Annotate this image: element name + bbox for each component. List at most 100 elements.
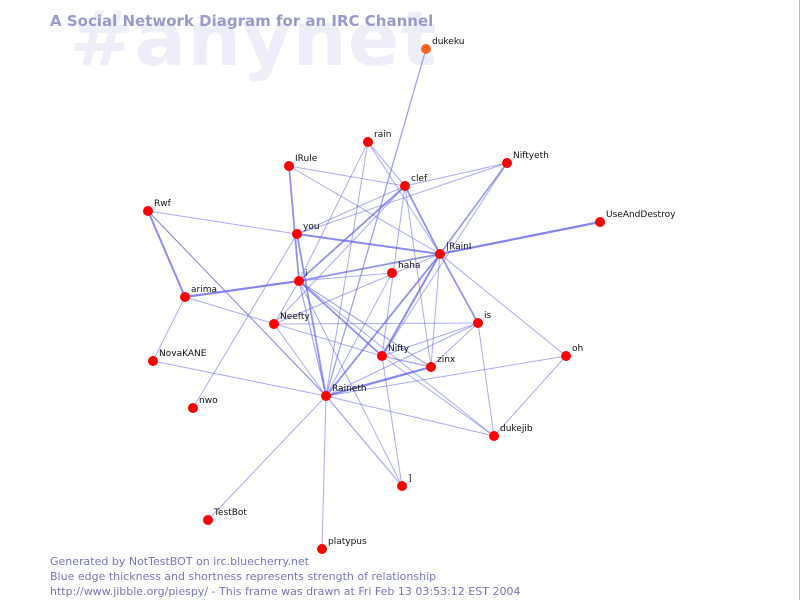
edge-is-Raineth — [325, 322, 479, 397]
node-label: nwo — [199, 396, 218, 406]
edge-arima-Nifty — [184, 296, 383, 357]
edge-Nifty-dukejib — [381, 355, 495, 437]
edge-IRainI-Raineth — [325, 253, 441, 397]
node-label: IRule — [295, 154, 318, 164]
node-dot — [473, 318, 483, 328]
node-label: UseAndDestroy — [606, 210, 676, 220]
node-arima[interactable]: arima — [180, 285, 217, 302]
edge-oh-dukejib — [493, 355, 567, 437]
node-label: platypus — [328, 537, 367, 547]
node-label: Rwf — [154, 199, 172, 209]
node-IRainI[interactable]: |RainI — [435, 242, 471, 259]
edge-IRainI-oh — [439, 253, 567, 357]
edge-is-dukejib — [477, 322, 495, 437]
node-label: NovaKANE — [159, 349, 207, 359]
edge-IRainI-is — [439, 253, 479, 324]
node-label: i — [305, 269, 308, 279]
edge-dukeku-Raineth — [325, 48, 427, 397]
edge-i-arima — [184, 279, 300, 299]
node-zinx[interactable]: zinx — [426, 355, 456, 372]
node-dot — [400, 181, 410, 191]
node-clef[interactable]: clef — [400, 174, 428, 191]
edge-Nifty-J — [381, 355, 403, 487]
node-Niftyeth[interactable]: Niftyeth — [502, 151, 549, 168]
node-dot — [180, 292, 190, 302]
edge-IRainI-Neefty — [273, 253, 441, 325]
edge-Rwf-you — [147, 210, 298, 235]
edge-zinx-Raineth — [325, 365, 432, 398]
edge-arima-NovaKANE — [152, 296, 186, 362]
node-is[interactable]: is — [473, 311, 492, 328]
edge-clef-Niftyeth — [404, 162, 508, 187]
node-dot — [294, 276, 304, 286]
edge-you-Raineth — [296, 233, 327, 397]
node-label: dukejib — [500, 424, 533, 434]
edge-UseAndDestroy-IRainI — [439, 220, 601, 256]
edge-Raineth-J — [325, 395, 403, 487]
node-label: haha — [398, 261, 420, 271]
footer-generated-by: Generated by NotTestBOT on irc.bluecherr… — [50, 555, 309, 568]
node-label: rain — [374, 130, 391, 140]
node-nwo[interactable]: nwo — [188, 396, 218, 413]
node-label: clef — [411, 174, 428, 184]
node-label: TestBot — [213, 508, 247, 518]
node-label: oh — [572, 344, 583, 354]
node-you[interactable]: you — [292, 222, 320, 239]
node-dot — [363, 137, 373, 147]
edge-i-J — [298, 280, 403, 487]
edge-i-Neefty — [273, 280, 300, 325]
node-dot — [595, 217, 605, 227]
node-dot — [143, 206, 153, 216]
node-dot — [397, 481, 407, 491]
node-label: Raineth — [332, 384, 367, 394]
edge-rain-clef — [367, 141, 406, 187]
edge-i-Nifty — [298, 280, 383, 357]
footer-legend: Blue edge thickness and shortness repres… — [50, 570, 437, 583]
node-rain[interactable]: rain — [363, 130, 391, 147]
node-NovaKANE[interactable]: NovaKANE — [148, 349, 207, 366]
node-TestBot[interactable]: TestBot — [203, 508, 247, 525]
node-IRule[interactable]: IRule — [284, 154, 318, 171]
node-dot — [421, 44, 431, 54]
node-label: arima — [191, 285, 217, 295]
edge-you-nwo — [192, 233, 298, 409]
node-dot — [387, 268, 397, 278]
edge-haha-i — [298, 272, 393, 282]
node-J[interactable]: ] — [397, 474, 412, 491]
node-dukeku[interactable]: dukeku — [421, 37, 464, 54]
edge-clef-Neefty — [273, 185, 406, 325]
node-Neefty[interactable]: Neefty — [269, 312, 310, 329]
edge-Nifty-zinx — [381, 355, 432, 368]
edge-IRainI-i — [298, 253, 441, 282]
node-Raineth[interactable]: Raineth — [321, 384, 367, 401]
edge-IRainI-Nifty — [381, 253, 441, 357]
edge-rain-i — [298, 141, 369, 282]
node-dot — [269, 319, 279, 329]
edge-Raineth-TestBot — [207, 395, 327, 521]
edge-i-dukejib — [298, 280, 495, 437]
node-dukejib[interactable]: dukejib — [489, 424, 533, 441]
edge-oh-Raineth — [325, 355, 567, 397]
node-UseAndDestroy[interactable]: UseAndDestroy — [595, 210, 676, 227]
node-platypus[interactable]: platypus — [317, 537, 367, 554]
edge-rain-Raineth — [325, 141, 369, 397]
node-dot — [321, 391, 331, 401]
node-oh[interactable]: oh — [561, 344, 583, 361]
node-Nifty[interactable]: Nifty — [377, 344, 410, 361]
node-Rwf[interactable]: Rwf — [143, 199, 172, 216]
node-label: dukeku — [432, 37, 464, 47]
edge-Niftyeth-Nifty — [381, 162, 508, 357]
node-i[interactable]: i — [294, 269, 308, 286]
edge-Raineth-Rwf — [147, 210, 327, 397]
edge-is-zinx — [430, 322, 479, 368]
edge-Neefty-Raineth — [273, 323, 327, 397]
edge-IRainI-zinx — [430, 253, 441, 368]
node-label: ] — [408, 474, 412, 484]
node-dot — [377, 351, 387, 361]
node-label: zinx — [437, 355, 456, 365]
node-dot — [284, 161, 294, 171]
node-haha[interactable]: haha — [387, 261, 420, 278]
